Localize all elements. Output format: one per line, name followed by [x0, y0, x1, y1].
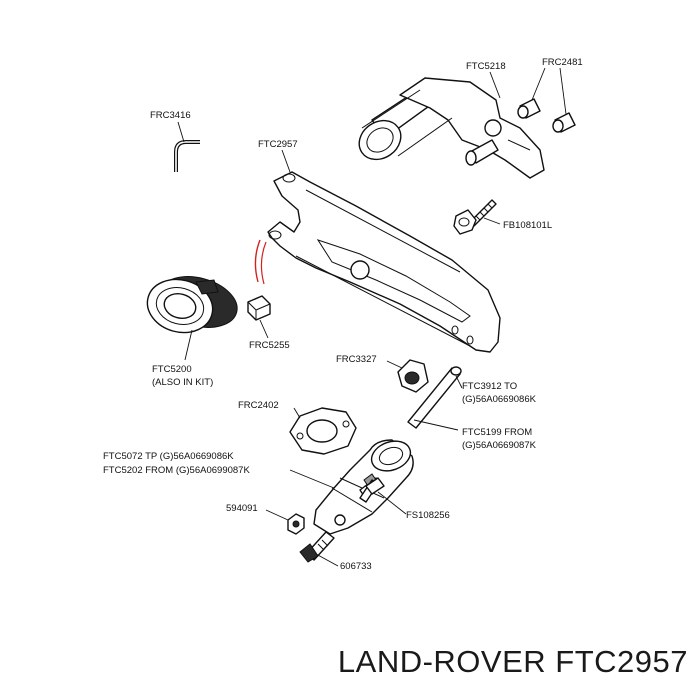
label-frc2481: FRC2481 [542, 57, 583, 68]
label-ftc3912-serial: (G)56A0669086K [462, 394, 537, 405]
label-ftc5218: FTC5218 [466, 61, 506, 72]
label-ftc5202: FTC5202 FROM (G)56A0699087K [103, 465, 250, 476]
label-fb108101l: FB108101L [503, 220, 552, 231]
bleed-screw-606733 [299, 531, 335, 563]
label-ftc5199: FTC5199 FROM [462, 427, 532, 438]
label-ftc5200: FTC5200 [152, 364, 192, 375]
bolt-fs108256 [359, 477, 385, 503]
release-lever-ftc2957 [254, 171, 501, 353]
bushes-frc2481 [517, 98, 576, 133]
label-frc3416: FRC3416 [150, 110, 191, 121]
nut-594091 [287, 513, 305, 535]
bolt-fb108101l [453, 199, 497, 235]
pivot-frc3327 [397, 359, 429, 393]
release-bearing-ftc5200 [146, 276, 238, 334]
clip-frc3416 [174, 140, 200, 172]
label-ftc5199-serial: (G)56A0669087K [462, 440, 537, 451]
label-frc3327: FRC3327 [336, 354, 377, 365]
label-ftc3912: FTC3912 TO [462, 381, 517, 392]
label-ftc2957: FTC2957 [258, 139, 298, 150]
label-frc5255: FRC5255 [249, 340, 290, 351]
label-fs108256: FS108256 [406, 510, 450, 521]
pad-frc5255 [247, 295, 271, 321]
leader-lines [177, 67, 567, 567]
part-labels: FTC5218 FRC2481 FRC3416 FTC2957 FB108101… [103, 57, 583, 572]
label-606733: 606733 [340, 561, 372, 572]
label-ftc5072: FTC5072 TP (G)56A0669086K [103, 451, 234, 462]
gasket-frc2402 [289, 407, 357, 455]
label-frc2402: FRC2402 [238, 400, 279, 411]
brand-title: LAND-ROVER FTC2957 [338, 644, 688, 679]
label-594091: 594091 [226, 503, 258, 514]
cross-shaft-ftc5218 [358, 77, 545, 179]
pushrod-ftc3912 [407, 366, 462, 429]
label-ftc5200-note: (ALSO IN KIT) [152, 377, 213, 388]
